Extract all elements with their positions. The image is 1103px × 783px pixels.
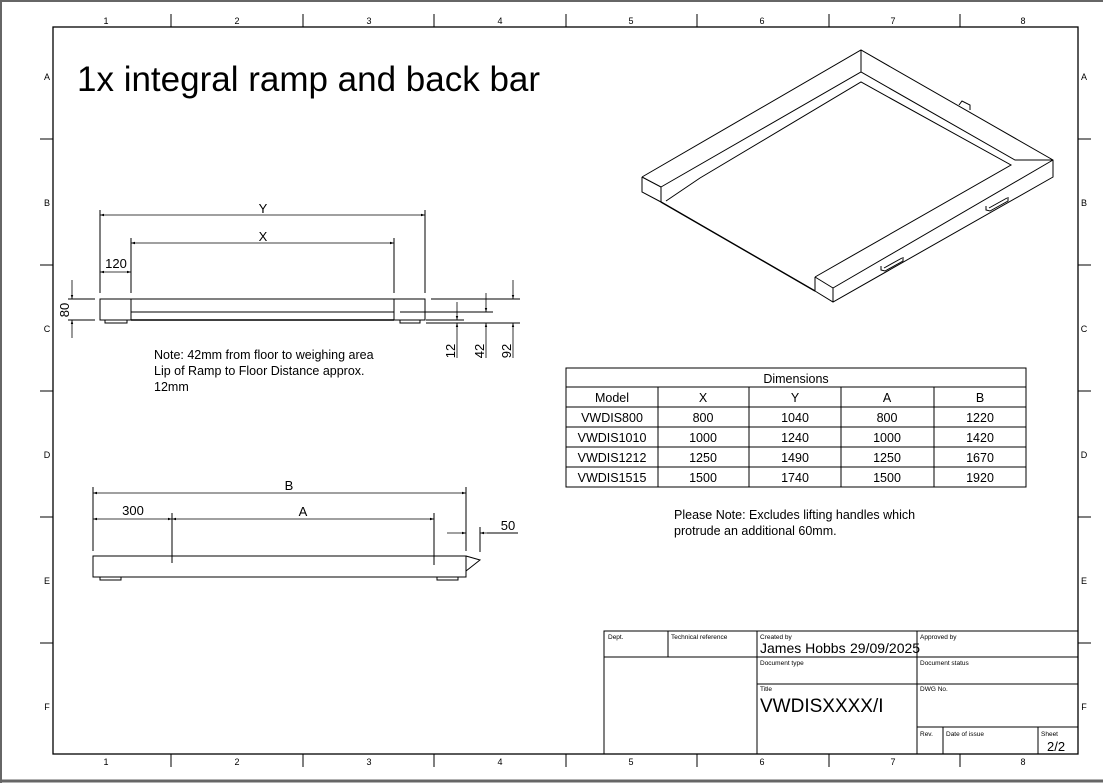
table-cell-model: VWDIS1010 bbox=[578, 431, 647, 445]
table-header-model: Model bbox=[595, 391, 629, 405]
date-of-issue-label: Date of issue bbox=[946, 731, 984, 738]
technical-reference-label: Technical reference bbox=[671, 634, 728, 641]
zone-row-f: F bbox=[44, 702, 50, 712]
zone-col-3: 3 bbox=[366, 16, 371, 26]
zone-row-a: A bbox=[44, 72, 50, 82]
side-note-line-1: Note: 42mm from floor to weighing area bbox=[154, 348, 374, 362]
zone-row-b: B bbox=[44, 198, 50, 208]
table-cell-a: 1250 bbox=[873, 451, 901, 465]
dwg-no-label: DWG No. bbox=[920, 686, 948, 693]
zone-col-4: 4 bbox=[497, 16, 502, 26]
table-cell-a: 1500 bbox=[873, 471, 901, 485]
table-cell-b: 1670 bbox=[966, 451, 994, 465]
created-date: 29/09/2025 bbox=[850, 640, 920, 656]
table-cell-b: 1420 bbox=[966, 431, 994, 445]
created-by-label: Created by bbox=[760, 634, 793, 641]
sheet-number: 2/2 bbox=[1047, 739, 1065, 754]
document-status-label: Document status bbox=[920, 660, 970, 667]
table-cell-model: VWDIS1212 bbox=[578, 451, 647, 465]
zone-row-b-right: B bbox=[1081, 198, 1087, 208]
table-cell-b: 1920 bbox=[966, 471, 994, 485]
dim-a-label: A bbox=[299, 504, 308, 519]
dim-80-label: 80 bbox=[57, 303, 72, 317]
zone-col-7: 7 bbox=[890, 16, 895, 26]
table-cell-x: 1250 bbox=[689, 451, 717, 465]
table-cell-y: 1040 bbox=[781, 411, 809, 425]
isometric-view bbox=[641, 49, 1054, 303]
dimensions-table: Dimensions Model X Y A B VWDIS800 800 1040… bbox=[565, 367, 1027, 488]
zone-row-c-right: C bbox=[1081, 324, 1088, 334]
zone-col-8: 8 bbox=[1020, 16, 1025, 26]
table-header-x: X bbox=[699, 391, 708, 405]
table-cell-y: 1490 bbox=[781, 451, 809, 465]
zone-col-5-bottom: 5 bbox=[628, 757, 633, 767]
table-cell-model: VWDIS1515 bbox=[578, 471, 647, 485]
zone-col-5: 5 bbox=[628, 16, 633, 26]
zone-col-2: 2 bbox=[234, 16, 239, 26]
zone-col-8-bottom: 8 bbox=[1020, 757, 1025, 767]
zone-col-1-bottom: 1 bbox=[103, 757, 108, 767]
end-view: B A 300 50 bbox=[92, 478, 518, 581]
dim-50-label: 50 bbox=[501, 518, 515, 533]
zone-col-4-bottom: 4 bbox=[497, 757, 502, 767]
table-cell-y: 1240 bbox=[781, 431, 809, 445]
table-cell-a: 800 bbox=[877, 411, 898, 425]
zone-row-d-right: D bbox=[1081, 450, 1088, 460]
table-title: Dimensions bbox=[763, 372, 828, 386]
table-cell-a: 1000 bbox=[873, 431, 901, 445]
handles-note-line-2: protrude an additional 60mm. bbox=[674, 524, 837, 538]
dim-300-label: 300 bbox=[122, 503, 144, 518]
zone-col-7-bottom: 7 bbox=[890, 757, 895, 767]
side-note-line-3: 12mm bbox=[154, 380, 189, 394]
zone-row-e-right: E bbox=[1081, 576, 1087, 586]
dim-120-label: 120 bbox=[105, 256, 127, 271]
drawing-title: 1x integral ramp and back bar bbox=[77, 60, 540, 99]
approved-by-label: Approved by bbox=[920, 634, 957, 641]
zone-col-1: 1 bbox=[103, 16, 108, 26]
side-view: Y X 120 80 12 42 92 Note: 42mm from floo… bbox=[57, 201, 520, 394]
rev-label: Rev. bbox=[920, 731, 933, 738]
table-cell-x: 1000 bbox=[689, 431, 717, 445]
table-cell-x: 800 bbox=[693, 411, 714, 425]
zone-col-3-bottom: 3 bbox=[366, 757, 371, 767]
zone-row-d: D bbox=[44, 450, 51, 460]
sheet-label: Sheet bbox=[1041, 731, 1058, 738]
dim-y-label: Y bbox=[259, 201, 268, 216]
table-cell-model: VWDIS800 bbox=[581, 411, 643, 425]
table-header-a: A bbox=[883, 391, 892, 405]
zone-col-6: 6 bbox=[759, 16, 764, 26]
dept-label: Dept. bbox=[608, 634, 624, 641]
drawing-number-title: VWDISXXXX/I bbox=[760, 696, 884, 717]
created-by-name: James Hobbs bbox=[760, 640, 846, 656]
table-header-y: Y bbox=[791, 391, 800, 405]
zone-row-e: E bbox=[44, 576, 50, 586]
table-cell-x: 1500 bbox=[689, 471, 717, 485]
title-block: Dept. Technical reference Created by App… bbox=[603, 630, 1079, 755]
dim-b-label: B bbox=[285, 478, 294, 493]
zone-row-c: C bbox=[44, 324, 51, 334]
document-type-label: Document type bbox=[760, 660, 804, 667]
dim-12-label: 12 bbox=[443, 344, 458, 358]
zone-col-6-bottom: 6 bbox=[759, 757, 764, 767]
dim-x-label: X bbox=[259, 229, 268, 244]
zone-col-2-bottom: 2 bbox=[234, 757, 239, 767]
side-note-line-2: Lip of Ramp to Floor Distance approx. bbox=[154, 364, 365, 378]
handles-note-line-1: Please Note: Excludes lifting handles wh… bbox=[674, 508, 915, 522]
zone-row-f-right: F bbox=[1081, 702, 1087, 712]
dim-92-label: 92 bbox=[499, 344, 514, 358]
zone-row-a-right: A bbox=[1081, 72, 1087, 82]
title-label: Title bbox=[760, 686, 772, 693]
table-cell-y: 1740 bbox=[781, 471, 809, 485]
table-cell-b: 1220 bbox=[966, 411, 994, 425]
dim-42-label: 42 bbox=[472, 344, 487, 358]
table-header-b: B bbox=[976, 391, 984, 405]
